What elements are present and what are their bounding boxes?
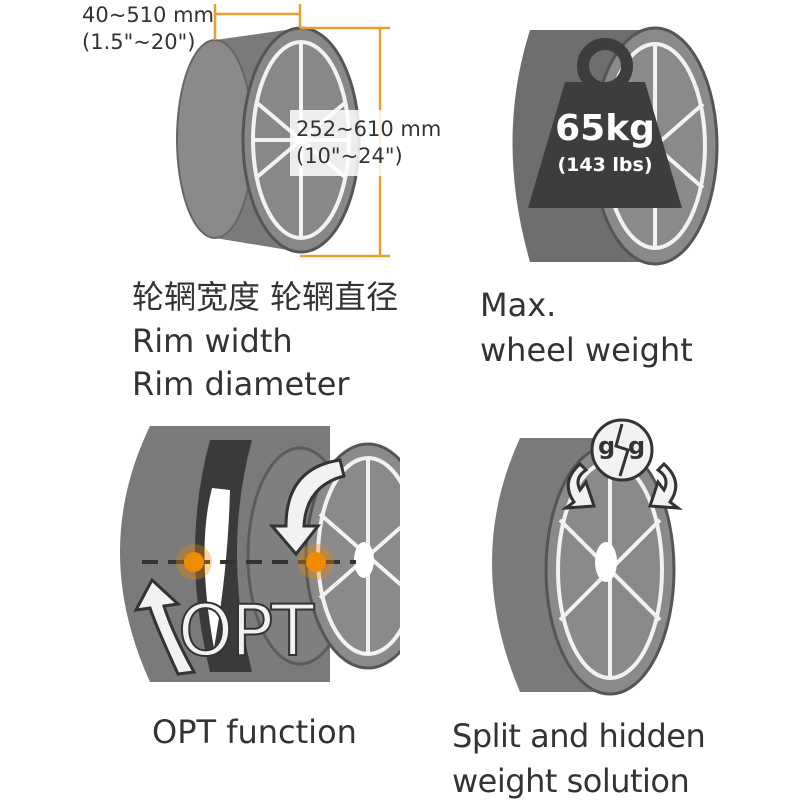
split-weight-panel: g g Split and hidden weight solution: [400, 410, 800, 800]
opt-tire-highlight: [204, 488, 230, 648]
opt-rim-face: [304, 442, 400, 670]
split-weight-caption: Split and hidden weight solution: [452, 714, 706, 804]
wheel-weight-caption: wheel weight: [480, 330, 693, 369]
dimension-label-backdrop: [290, 110, 400, 176]
opt-marker-dot: [306, 552, 326, 572]
max-weight-caption: Max. wheel weight: [480, 283, 693, 373]
opt-panel: OPT OPT function: [0, 410, 400, 800]
rim-width-caption: Rim width: [132, 321, 293, 360]
opt-figure: [120, 426, 400, 682]
split-weight-glyph-left: g: [598, 432, 616, 460]
split-divider-icon: [614, 423, 630, 477]
rim-size-caption: 轮辋宽度 轮辋直径 Rim width Rim diameter: [132, 276, 398, 407]
split-weight-glyph-right: g: [628, 432, 646, 460]
rim-size-figure: [176, 4, 400, 258]
curved-arrow-left-icon: [561, 461, 597, 510]
rim-diameter-label: 252~610 mm (10"~24"): [296, 117, 442, 169]
curved-arrow-right-icon: [647, 461, 683, 510]
rotate-up-arrow-icon: [133, 577, 197, 676]
split-weight-figure: [492, 418, 683, 696]
opt-rim-hub: [354, 542, 374, 578]
weight-icon: [528, 82, 682, 208]
opt-caption: OPT function: [152, 713, 357, 751]
weight-imperial: (143 lbs): [557, 154, 653, 176]
split-caption-line1: Split and hidden: [452, 717, 706, 755]
rim-size-panel: 40~510 mm (1.5"~20") 252~610 mm (10"~24"…: [0, 0, 441, 410]
opt-logo: OPT: [177, 589, 315, 673]
rotate-down-arrow-icon: [268, 458, 346, 557]
rim-width-label: 40~510 mm (1.5"~20"): [82, 3, 214, 55]
rim-diameter-caption: Rim diameter: [132, 365, 350, 404]
max-caption: Max.: [480, 286, 557, 324]
weight-value: 65kg: [555, 108, 655, 149]
rim-size-caption-cn: 轮辋宽度 轮辋直径: [132, 278, 399, 316]
max-weight-figure: [512, 26, 719, 266]
max-weight-panel: 65kg (143 lbs) Max. wheel weight: [400, 0, 800, 410]
split-weight-badge: [590, 418, 654, 482]
split-caption-line2: weight solution: [452, 761, 690, 800]
split-rim-hub: [595, 542, 617, 582]
opt-marker-dot: [184, 552, 204, 572]
